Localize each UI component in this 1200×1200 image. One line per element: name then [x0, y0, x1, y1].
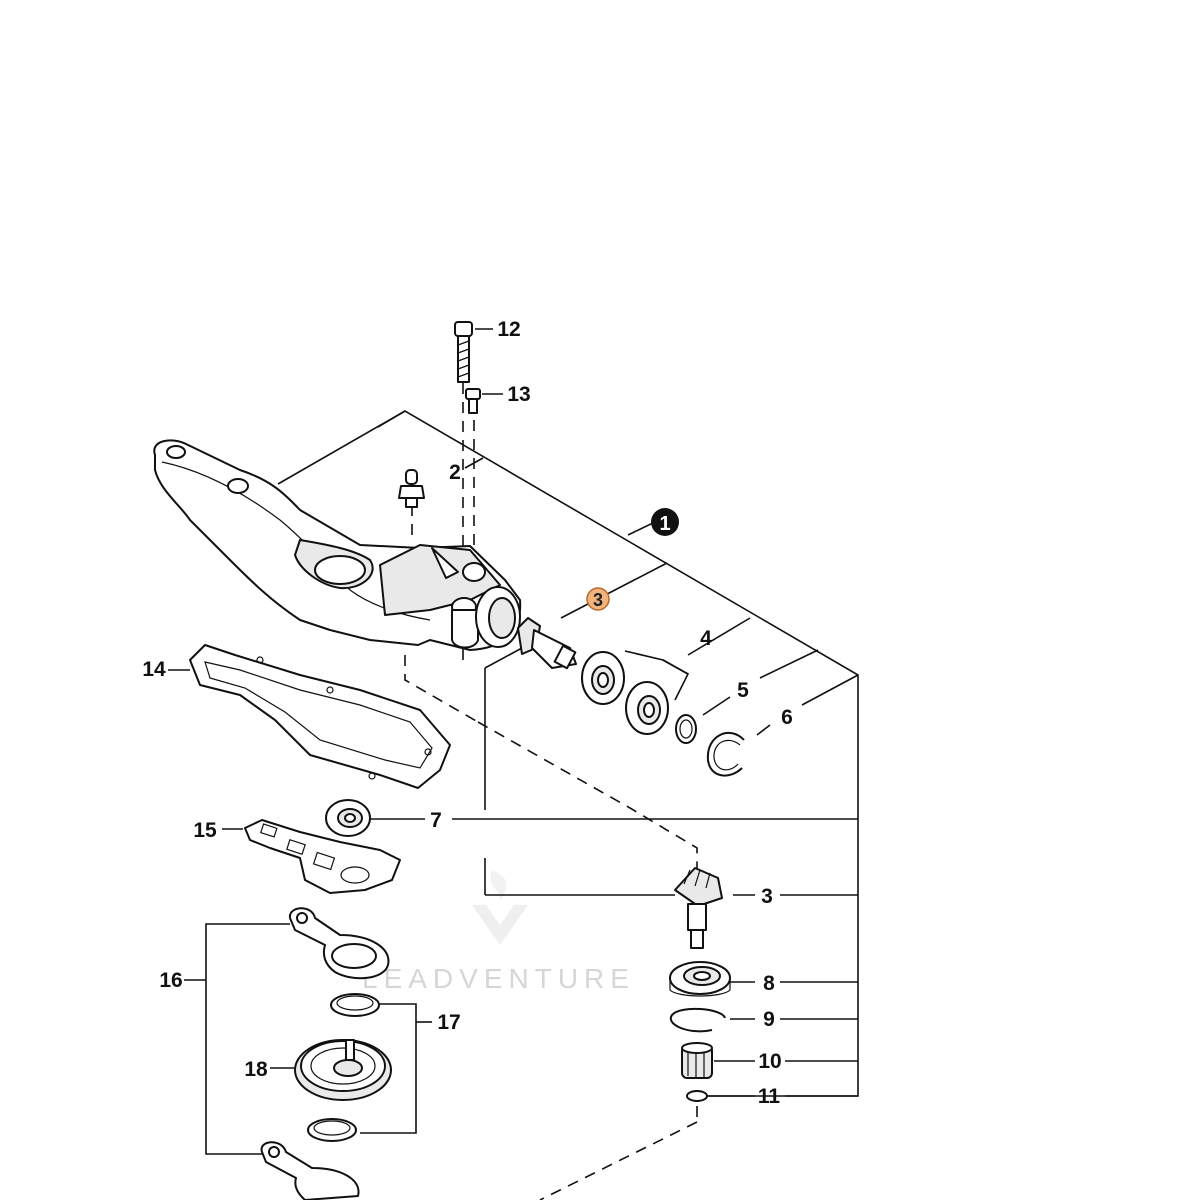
part-5-ring: [675, 714, 697, 744]
label-16: 16: [159, 969, 182, 992]
part-4-bearings: [581, 651, 669, 735]
label-11: 11: [758, 1085, 781, 1108]
part-17-needle-bearings: [307, 993, 380, 1142]
dashed-assembly-lines: [404, 383, 698, 1200]
label-5: 5: [737, 679, 749, 702]
part-3-lower-pinion: [674, 867, 723, 949]
label-2: 2: [449, 461, 461, 484]
part-12-long-screw: [454, 321, 473, 383]
label-4: 4: [700, 627, 712, 650]
callout-3-highlighted: 3: [586, 587, 610, 611]
part-9-circlip: [669, 1007, 726, 1033]
label-18: 18: [244, 1058, 268, 1081]
part-16-upper-link: [288, 907, 390, 980]
watermark: LEADVENTURE: [362, 870, 635, 994]
label-10: 10: [758, 1050, 781, 1073]
label-15: 15: [193, 819, 217, 842]
watermark-logo-icon: [472, 870, 528, 945]
part-16-lower-link: [260, 1141, 360, 1200]
part-14-gasket: [189, 644, 451, 789]
label-13: 13: [507, 383, 530, 406]
part-10-pinion: [681, 1042, 713, 1079]
watermark-text: LEADVENTURE: [362, 963, 635, 994]
callout-3-highlighted-label: 3: [593, 590, 603, 610]
label-9: 9: [763, 1008, 775, 1031]
part-8-bearing: [669, 961, 731, 997]
callout-1: 1: [651, 508, 679, 536]
part-18-gear: [294, 1039, 392, 1101]
gear-housing: [153, 439, 522, 651]
assembly-bracket-lines: [168, 328, 859, 1155]
label-8: 8: [763, 972, 775, 995]
part-11-ring: [686, 1090, 708, 1102]
label-3: 3: [761, 885, 773, 908]
part-3-upper-pinion: [517, 617, 577, 670]
label-17: 17: [437, 1011, 460, 1034]
label-6: 6: [781, 706, 793, 729]
part-15-plate: [244, 819, 401, 894]
label-12: 12: [497, 318, 520, 341]
part-2-grease-nipple: [398, 469, 425, 508]
label-7: 7: [430, 809, 442, 832]
part-7-bearing: [325, 799, 371, 837]
label-14: 14: [142, 658, 166, 681]
part-6-circlip: [706, 731, 745, 777]
callout-1-label: 1: [659, 513, 670, 535]
part-13-short-screw: [465, 388, 481, 414]
